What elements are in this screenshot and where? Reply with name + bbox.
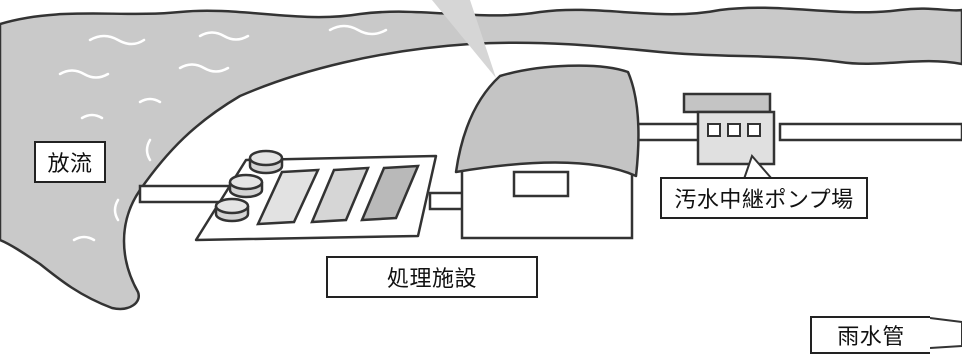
light-beam xyxy=(432,0,496,78)
treatment-tank-2 xyxy=(310,166,370,224)
treatment-tank-3 xyxy=(360,164,420,222)
label-relay-pump-station: 汚水中継ポンプ場 xyxy=(660,177,868,219)
river xyxy=(0,6,962,311)
label-treatment-facility: 処理施設 xyxy=(326,256,538,298)
round-tanks xyxy=(214,149,284,223)
storm-sewer-pipe xyxy=(929,317,962,349)
label-discharge: 放流 xyxy=(34,141,106,183)
label-storm-sewer: 雨水管 xyxy=(810,316,930,354)
pump-station-building xyxy=(682,92,776,166)
pump-callout-pointer xyxy=(743,154,773,180)
treatment-platform xyxy=(194,149,438,242)
building-window xyxy=(512,170,570,198)
treatment-tank-1 xyxy=(255,168,321,226)
main-building xyxy=(454,64,640,240)
